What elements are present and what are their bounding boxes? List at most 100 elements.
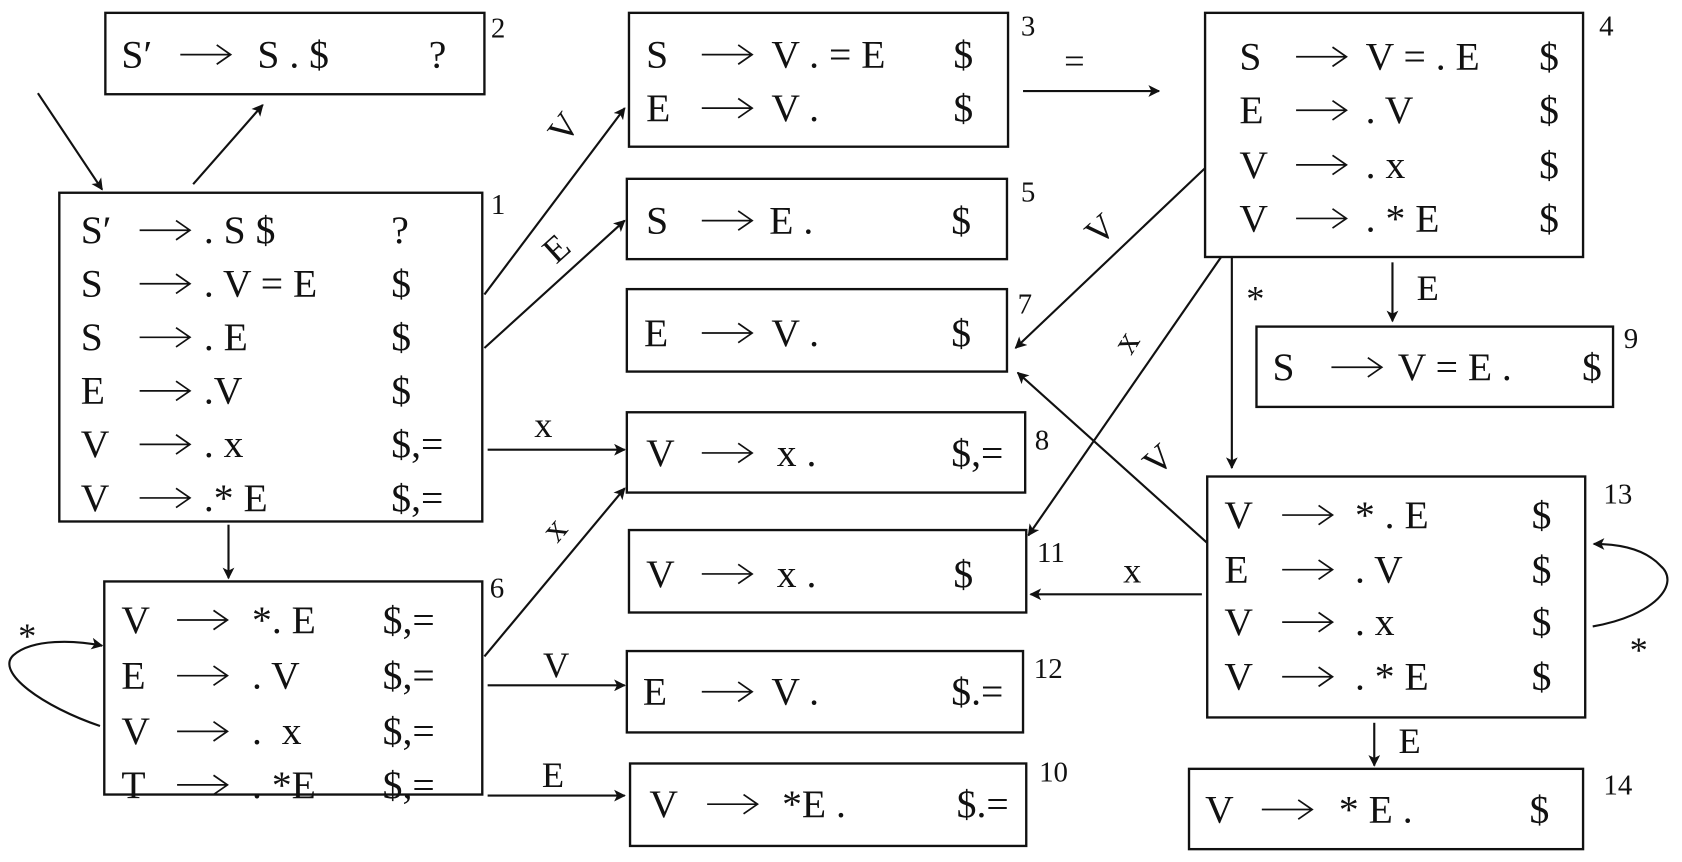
produces-arrow-icon bbox=[707, 793, 759, 815]
produces-arrow-icon bbox=[1331, 356, 1384, 378]
lr-item: V. * E$ bbox=[1224, 655, 1551, 699]
produces-arrow-icon bbox=[1282, 666, 1335, 688]
transition-13-to-13: * bbox=[1592, 538, 1669, 670]
produces-arrow-icon bbox=[139, 487, 192, 509]
state-box bbox=[1255, 325, 1615, 409]
state-number: 12 bbox=[1034, 653, 1063, 685]
item-lookahead: $ bbox=[391, 315, 411, 359]
lr-item: V . x $ bbox=[1239, 143, 1559, 187]
item-lhs: T bbox=[121, 763, 145, 807]
transition-label: x bbox=[534, 405, 552, 445]
item-lhs: V bbox=[649, 782, 678, 826]
produces-arrow-icon bbox=[1282, 611, 1335, 633]
lr-item: V *E . $.= bbox=[649, 782, 1008, 826]
produces-arrow-icon bbox=[1296, 46, 1348, 68]
item-lookahead: $ bbox=[953, 32, 973, 76]
item-lookahead: $ bbox=[1532, 548, 1552, 592]
state-box bbox=[627, 11, 1010, 148]
transition-6-to-8: x bbox=[483, 487, 626, 658]
transition-6-to-6: * bbox=[8, 616, 104, 728]
item-rhs: x . bbox=[777, 552, 817, 596]
produces-arrow-icon bbox=[139, 273, 192, 295]
state-box bbox=[628, 762, 1028, 848]
item-lhs: S bbox=[646, 32, 668, 76]
transition-4-to-11: x bbox=[1027, 256, 1223, 537]
item-lookahead: $ bbox=[951, 311, 971, 355]
produces-arrow-icon bbox=[701, 210, 754, 231]
item-rhs: . x bbox=[1366, 143, 1406, 187]
state-number: 5 bbox=[1021, 176, 1035, 208]
item-lookahead: $ bbox=[1530, 787, 1550, 831]
transition-4-to-9: E bbox=[1386, 262, 1439, 323]
item-lookahead: $ bbox=[953, 86, 973, 130]
item-lookahead: $ bbox=[391, 262, 411, 306]
item-lhs: S′ bbox=[81, 208, 112, 252]
item-lookahead: $ bbox=[1532, 600, 1552, 644]
item-lhs: E bbox=[644, 311, 668, 355]
state-number: 10 bbox=[1039, 757, 1068, 789]
item-lhs: S bbox=[1239, 35, 1261, 79]
item-rhs: V . bbox=[771, 311, 819, 355]
produces-arrow-icon bbox=[1282, 559, 1335, 581]
state-number: 13 bbox=[1603, 478, 1632, 510]
transition-arrow bbox=[483, 487, 626, 658]
item-lhs: S bbox=[81, 262, 103, 306]
item-rhs: *E . bbox=[782, 782, 846, 826]
item-lhs: E bbox=[1224, 548, 1248, 592]
transition-label: * bbox=[1246, 279, 1264, 319]
transition-arrow bbox=[37, 92, 104, 191]
transition-start-to-1 bbox=[37, 92, 104, 191]
item-lhs: V bbox=[1224, 493, 1253, 537]
item-rhs: x . bbox=[777, 431, 817, 475]
state-box bbox=[103, 580, 484, 796]
item-lhs: V bbox=[121, 709, 150, 753]
transition-label: V bbox=[543, 645, 569, 685]
item-lookahead: $,= bbox=[951, 431, 1003, 475]
lr-item: V* . E$ bbox=[1224, 493, 1551, 537]
state-number: 4 bbox=[1599, 10, 1613, 42]
produces-arrow-icon bbox=[1282, 504, 1335, 526]
item-lookahead: ? bbox=[391, 208, 409, 252]
item-rhs: .* E bbox=[204, 476, 268, 520]
item-lookahead: $,= bbox=[383, 709, 435, 753]
item-rhs: V = . E bbox=[1366, 35, 1480, 79]
item-lhs: V bbox=[646, 431, 675, 475]
lr-item: V. x$,= bbox=[81, 422, 444, 466]
item-rhs: . S $ bbox=[204, 208, 276, 252]
state-6: 6V*. E$,=E. V$,=V. x$,=T. *E$,= bbox=[103, 573, 504, 807]
item-rhs: . V bbox=[252, 654, 300, 698]
item-rhs: . * E bbox=[1366, 196, 1440, 240]
produces-arrow-icon bbox=[177, 721, 229, 742]
item-rhs: V = E . bbox=[1398, 345, 1512, 389]
transition-3-to-4: = bbox=[1023, 41, 1161, 97]
lr-item: V.* E$,= bbox=[81, 476, 444, 520]
transition-arrow bbox=[192, 104, 264, 185]
item-lookahead: $ bbox=[1539, 35, 1559, 79]
item-lhs: V bbox=[1224, 655, 1253, 699]
transition-1-to-5: E bbox=[483, 219, 626, 349]
produces-arrow-icon bbox=[177, 665, 229, 687]
item-lookahead: $ bbox=[1539, 143, 1559, 187]
produces-arrow-icon bbox=[139, 434, 192, 455]
state-1: 1S′. S $?S. V = E$S. E$E.V$V. x$,=V.* E$… bbox=[58, 189, 505, 523]
produces-arrow-icon bbox=[180, 44, 233, 65]
item-lhs: V bbox=[646, 552, 675, 596]
transition-label: E bbox=[535, 226, 578, 271]
item-lhs: V bbox=[1239, 143, 1268, 187]
item-lhs: E bbox=[646, 86, 670, 130]
item-lookahead: $,= bbox=[383, 598, 435, 642]
transition-1-to-2 bbox=[192, 104, 264, 185]
state-number: 14 bbox=[1603, 770, 1632, 802]
item-lhs: V bbox=[1224, 600, 1253, 644]
item-rhs: V . bbox=[771, 670, 819, 714]
item-lookahead: $.= bbox=[957, 782, 1009, 826]
transition-arrow bbox=[483, 219, 626, 349]
transition-label: x bbox=[533, 509, 575, 549]
state-number: 9 bbox=[1624, 323, 1638, 355]
